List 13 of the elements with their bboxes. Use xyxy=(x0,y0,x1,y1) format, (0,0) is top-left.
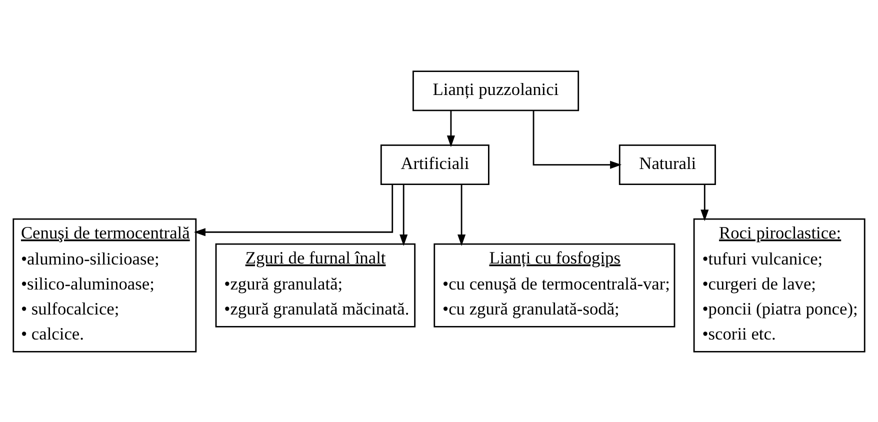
node-box: Cenuşi de termocentrală •alumino-silicioase; •silico-aluminoase; • sulfocalcice; • calcice. xyxy=(12,218,197,352)
node-box: Roci piroclastice: •tufuri vulcanice; •curgeri de lave; •poncii (piatra ponce); •scorii etc. xyxy=(693,218,866,352)
arrow xyxy=(400,184,408,246)
arrow xyxy=(458,184,466,246)
arrow xyxy=(446,110,455,147)
node-box: Naturali xyxy=(618,144,716,185)
arrow xyxy=(194,184,394,236)
node-box: Zguri de furnal înalt •zgură granulată; •zgură granulată măcinată. xyxy=(215,242,416,327)
node-box: Artificiali xyxy=(380,144,490,185)
arrow xyxy=(532,110,622,168)
node-box: Lianți puzzolanici xyxy=(412,70,580,111)
arrow xyxy=(700,184,709,221)
node-box: Lianți cu fosfogips •cu cenuşă de termocentrală-var; •cu zgură granulată-sodă; xyxy=(434,242,676,327)
